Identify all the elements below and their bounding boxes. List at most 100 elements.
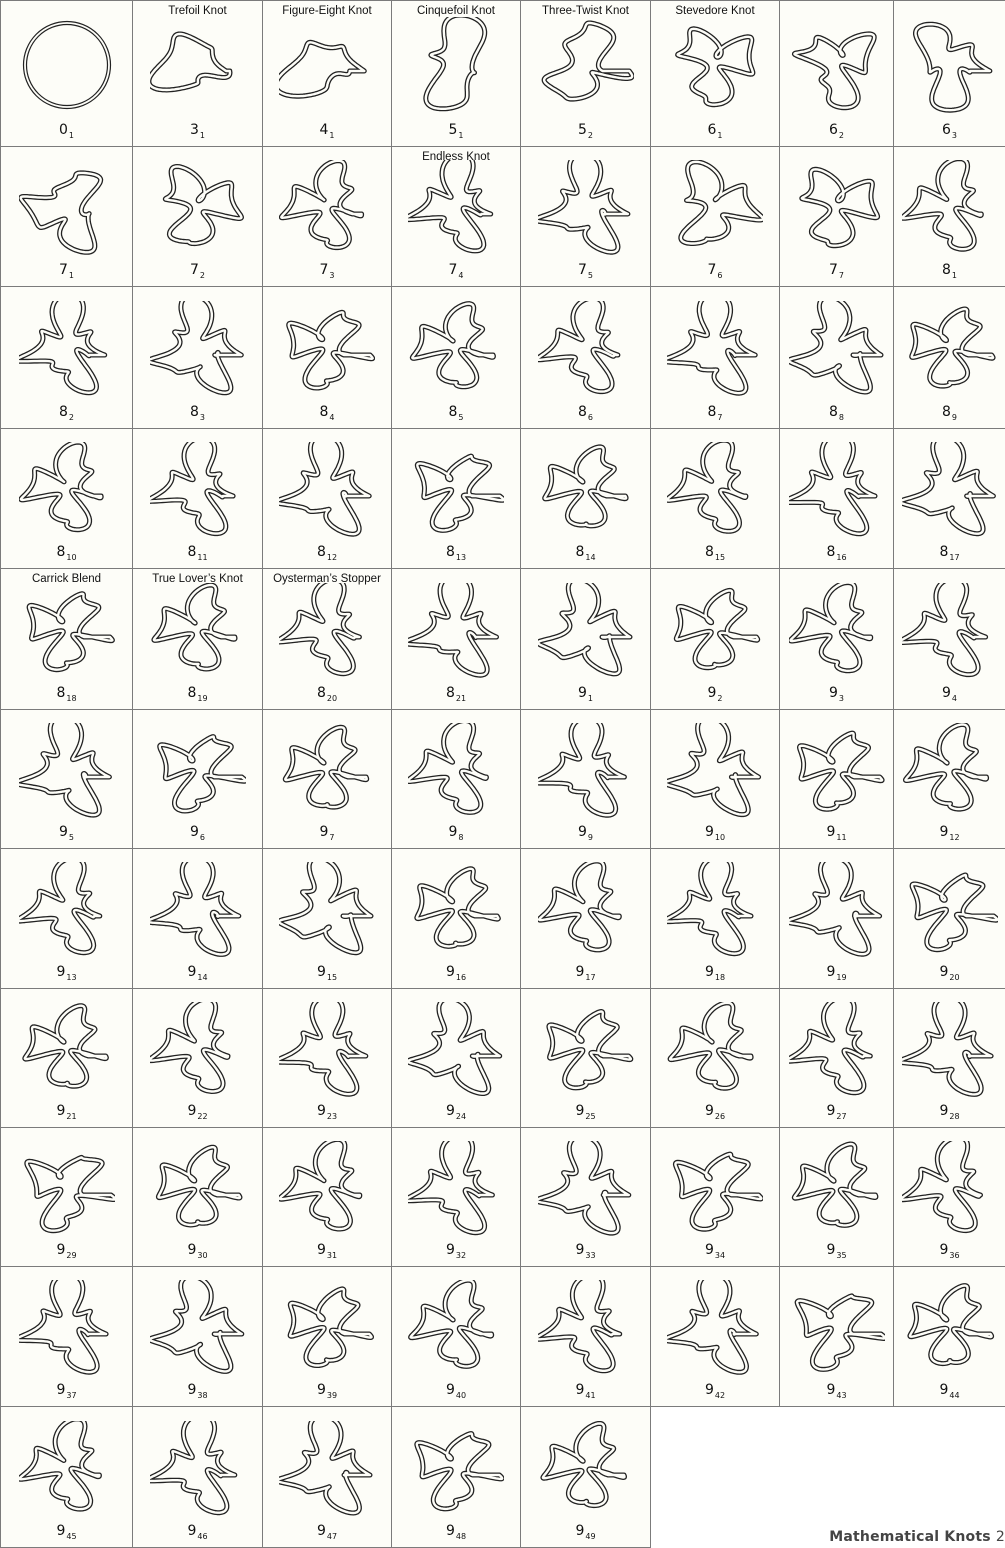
- knot-notation: 943: [780, 1382, 893, 1400]
- knot-notation: 916: [392, 964, 520, 982]
- knot-cell: 812: [262, 428, 392, 569]
- crossing-number: 8: [705, 544, 714, 560]
- crossing-number: 9: [826, 1103, 835, 1119]
- crossing-number: 8: [59, 404, 68, 420]
- knot-index: 14: [585, 553, 595, 562]
- crossing-number: 4: [319, 122, 328, 138]
- knot-diagram-icon: [902, 583, 998, 679]
- knot-index: 8: [839, 413, 844, 422]
- knot-diagram-icon: [408, 1421, 504, 1517]
- knot-diagram-icon: [789, 862, 885, 958]
- knot-cell: 84: [262, 286, 392, 429]
- knot-index: 18: [715, 973, 725, 982]
- knot-notation: 926: [651, 1103, 779, 1121]
- knot-index: 1: [69, 271, 74, 280]
- knot-cell: 912: [893, 709, 1005, 849]
- crossing-number: 0: [59, 122, 68, 138]
- knot-diagram-icon: [408, 1141, 504, 1237]
- crossing-number: 9: [575, 1242, 584, 1258]
- crossing-number: 8: [446, 685, 455, 701]
- crossing-number: 9: [317, 1242, 326, 1258]
- knot-index: 36: [949, 1251, 959, 1260]
- knot-index: 16: [836, 553, 846, 562]
- knot-index: 1: [588, 694, 593, 703]
- knot-diagram-icon: [19, 1421, 115, 1517]
- knot-diagram-icon: [279, 301, 375, 397]
- knot-cell: 813: [391, 428, 521, 569]
- knot-index: 5: [588, 271, 593, 280]
- knot-cell: 922: [132, 988, 263, 1128]
- knot-cell: 947: [262, 1406, 392, 1548]
- knot-diagram-icon: [279, 583, 375, 679]
- knot-cell: 932: [391, 1127, 521, 1267]
- knot-notation: 817: [894, 544, 1005, 562]
- knot-cell: True Lover’s Knot819: [132, 568, 263, 710]
- knot-cell: 941: [520, 1266, 651, 1407]
- crossing-number: 9: [59, 824, 68, 840]
- knot-index: 33: [585, 1251, 595, 1260]
- knot-diagram-icon: [150, 1421, 246, 1517]
- knot-notation: 931: [263, 1242, 391, 1260]
- knot-notation: 77: [780, 262, 893, 280]
- knot-diagram-icon: [789, 442, 885, 538]
- knot-notation: 934: [651, 1242, 779, 1260]
- knot-diagram-icon: [279, 1002, 375, 1098]
- knot-cell: 91: [520, 568, 651, 710]
- knot-diagram-icon: [902, 301, 998, 397]
- knot-index: 13: [456, 553, 466, 562]
- knot-cell: 924: [391, 988, 521, 1128]
- knot-diagram-icon: [19, 1141, 115, 1237]
- crossing-number: 8: [187, 544, 196, 560]
- crossing-number: 9: [829, 685, 838, 701]
- knot-cell: 01: [0, 0, 133, 147]
- crossing-number: 9: [826, 1242, 835, 1258]
- knot-diagram-icon: [902, 723, 998, 819]
- knot-index: 3: [839, 694, 844, 703]
- knot-index: 39: [327, 1391, 337, 1400]
- knot-index: 2: [588, 131, 593, 140]
- knot-cell: 821: [391, 568, 521, 710]
- crossing-number: 7: [578, 262, 587, 278]
- crossing-number: 8: [942, 262, 951, 278]
- crossing-number: 9: [187, 964, 196, 980]
- knot-index: 5: [69, 833, 74, 842]
- crossing-number: 9: [705, 824, 714, 840]
- knot-notation: 938: [133, 1382, 262, 1400]
- knot-diagram-icon: [150, 1141, 246, 1237]
- crossing-number: 9: [190, 824, 199, 840]
- knot-index: 10: [66, 553, 76, 562]
- knot-diagram-icon: [667, 1002, 763, 1098]
- knot-cell: 96: [132, 709, 263, 849]
- knot-diagram-icon: [902, 862, 998, 958]
- knot-notation: 949: [521, 1523, 650, 1541]
- knot-diagram-icon: [279, 1280, 375, 1376]
- knot-index: 22: [197, 1112, 207, 1121]
- knot-notation: 01: [1, 122, 132, 140]
- crossing-number: 9: [187, 1382, 196, 1398]
- knot-index: 1: [329, 131, 334, 140]
- knot-cell: 82: [0, 286, 133, 429]
- knot-diagram-icon: [538, 583, 634, 679]
- crossing-number: 9: [939, 1103, 948, 1119]
- knot-index: 1: [458, 131, 463, 140]
- crossing-number: 9: [319, 824, 328, 840]
- knot-index: 6: [200, 833, 205, 842]
- crossing-number: 8: [317, 544, 326, 560]
- knot-index: 2: [717, 694, 722, 703]
- crossing-number: 9: [939, 964, 948, 980]
- crossing-number: 6: [942, 122, 951, 138]
- knot-cell: 914: [132, 848, 263, 989]
- knot-diagram-icon: [408, 723, 504, 819]
- knot-notation: 816: [780, 544, 893, 562]
- knot-notation: 914: [133, 964, 262, 982]
- knot-notation: 930: [133, 1242, 262, 1260]
- knot-diagram-icon: [279, 442, 375, 538]
- knot-notation: 88: [780, 404, 893, 422]
- knot-notation: 82: [1, 404, 132, 422]
- knot-index: 27: [836, 1112, 846, 1121]
- knot-index: 42: [715, 1391, 725, 1400]
